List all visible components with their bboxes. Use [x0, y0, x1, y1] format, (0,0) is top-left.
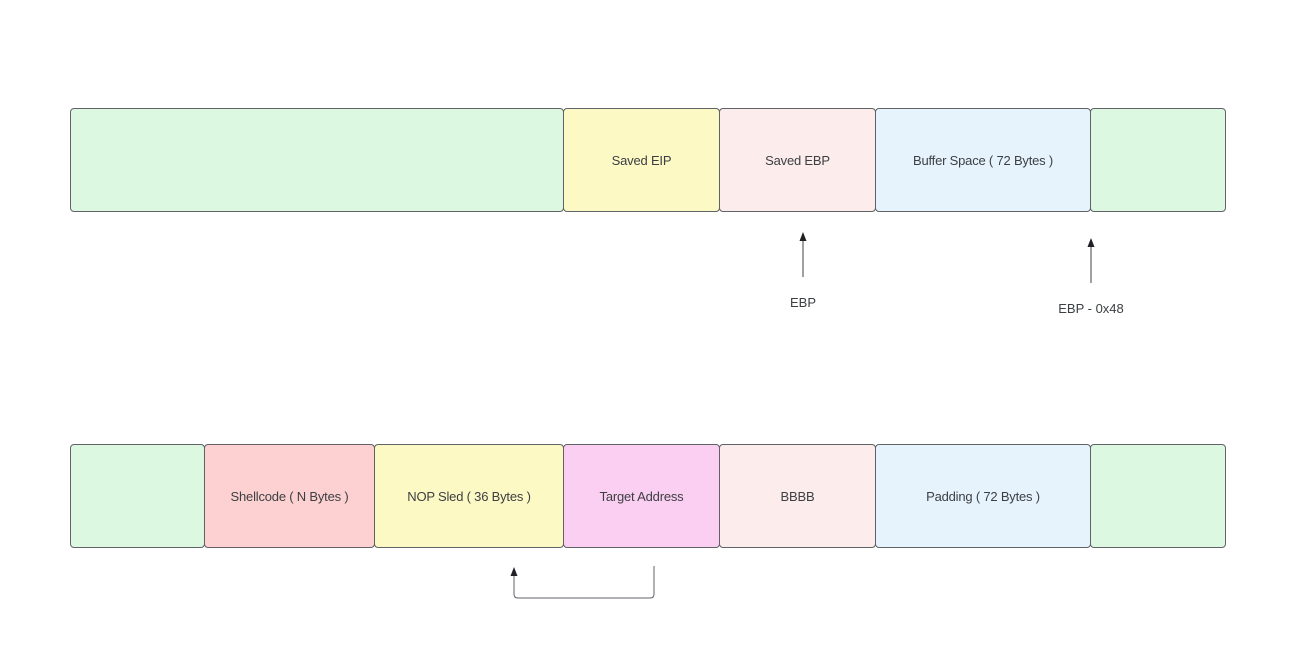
stack-cell-saved-eip: Saved EIP	[563, 108, 720, 212]
payload-cell-padding: Padding ( 72 Bytes )	[875, 444, 1091, 548]
payload-layout-row: Shellcode ( N Bytes ) NOP Sled ( 36 Byte…	[70, 444, 1226, 548]
payload-cell-lower-memory	[1090, 444, 1226, 548]
ebp-arrow	[799, 232, 807, 277]
ebp-offset-pointer-label: EBP - 0x48	[1058, 301, 1124, 316]
payload-cell-shellcode: Shellcode ( N Bytes )	[204, 444, 375, 548]
payload-cell-nop-sled: NOP Sled ( 36 Bytes )	[374, 444, 564, 548]
stack-cell-saved-ebp: Saved EBP	[719, 108, 876, 212]
ebp-offset-arrow	[1087, 238, 1095, 283]
stack-cell-upper-memory	[70, 108, 564, 212]
payload-cell-upper-memory	[70, 444, 205, 548]
payload-cell-target-address: Target Address	[563, 444, 720, 548]
payload-cell-bbbb: BBBB	[719, 444, 876, 548]
stack-layout-row: Saved EIP Saved EBP Buffer Space ( 72 By…	[70, 108, 1226, 212]
jump-connector-arrow	[510, 566, 655, 599]
stack-cell-lower-memory	[1090, 108, 1226, 212]
stack-cell-buffer-space: Buffer Space ( 72 Bytes )	[875, 108, 1091, 212]
ebp-pointer-label: EBP	[789, 295, 817, 310]
